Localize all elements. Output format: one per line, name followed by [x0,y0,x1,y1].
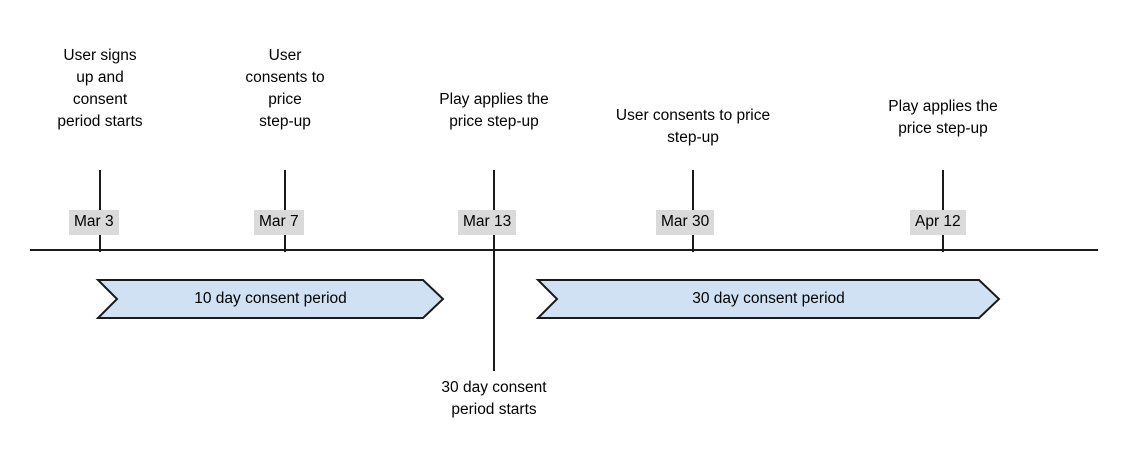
event-caption-apr-12: Play applies the price step-up [888,98,998,137]
date-chip-apr-12: Apr 12 [910,210,966,235]
date-chip-mar-7: Mar 7 [254,210,304,235]
banner-30-day-shape [535,279,1001,319]
bottom-annotation-caption: 30 day consent period starts [441,379,547,418]
timeline-axis [30,249,1098,251]
event-caption-mar-13: Play applies the price step-up [439,91,549,130]
date-chip-mar-13: Mar 13 [458,210,517,235]
banner-10-day-consent-period: 10 day consent period [95,279,445,319]
date-chip-mar-30: Mar 30 [656,210,715,235]
banner-30-day-consent-period: 30 day consent period [535,279,1001,319]
event-caption-mar-3: User signs up and consent period starts [57,47,143,130]
event-caption-mar-30: User consents to price step-up [615,107,771,146]
event-caption-mar-7: User consents to price step-up [245,47,325,130]
bottom-annotation-tick-mar-13 [493,251,495,371]
date-chip-mar-3: Mar 3 [69,210,119,235]
banner-10-day-shape [95,279,445,319]
